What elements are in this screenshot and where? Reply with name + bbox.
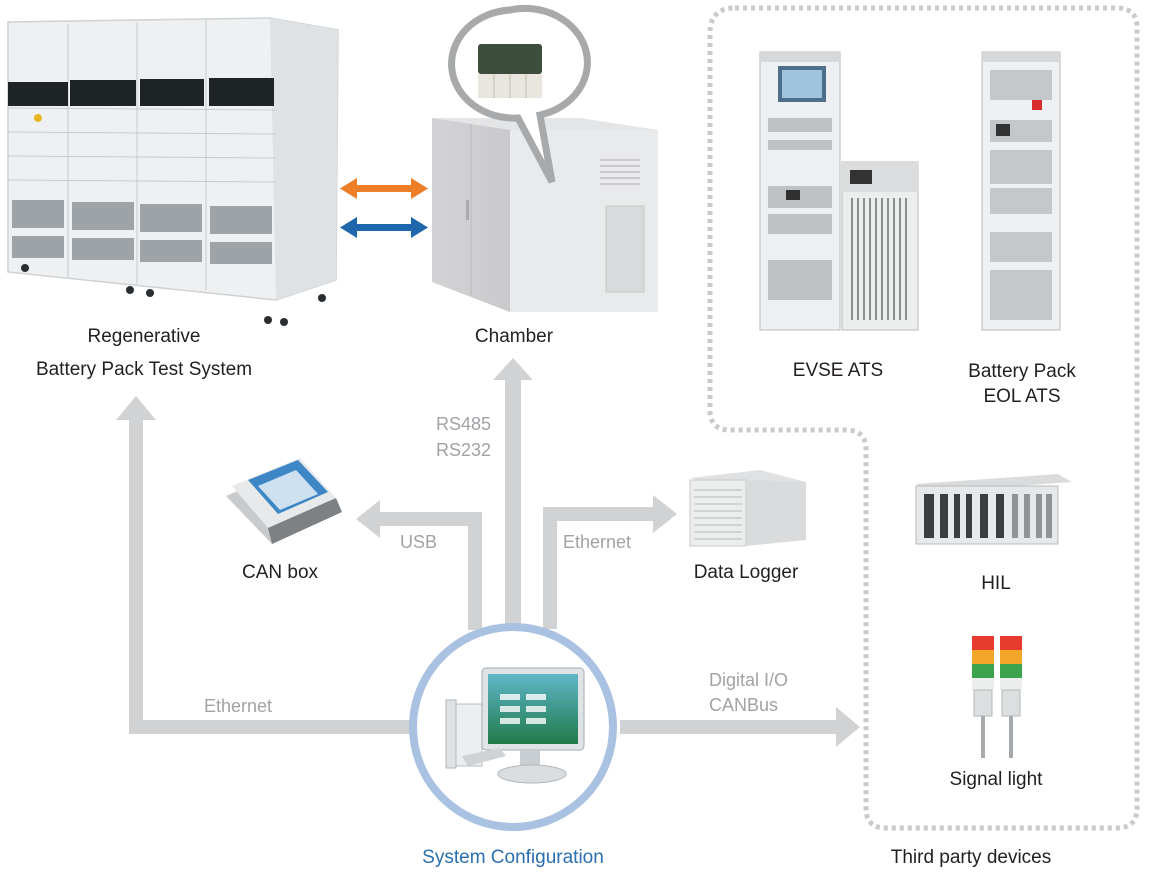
- data-logger-label: Data Logger: [693, 562, 799, 583]
- arrow-logger-horizontal: [543, 507, 655, 521]
- regen-label-line1: Regenerative: [87, 326, 201, 347]
- arrow-usb-horizontal: [378, 512, 482, 526]
- arrow-regen-horizontal: [129, 720, 419, 734]
- arrow-chamber-shaft: [505, 378, 521, 626]
- hil-image: [915, 474, 1072, 545]
- can-box-label: CAN box: [241, 562, 319, 583]
- system-configuration-label: System Configuration: [422, 847, 604, 868]
- evse-ats-label: EVSE ATS: [792, 360, 884, 381]
- arrow-logger-head: [653, 495, 677, 533]
- third-party-boundary: [707, 5, 1140, 831]
- ethernet-logger-label: Ethernet: [563, 532, 632, 552]
- regen-label: Regenerative Battery Pack Test System: [10, 324, 278, 383]
- rs232-label: RS232: [436, 440, 492, 460]
- arrow-regen-vertical: [129, 418, 143, 734]
- regen-system-image: [7, 17, 339, 326]
- arrow-logger-vertical: [543, 507, 557, 629]
- regen-label-line2: Battery Pack Test System: [35, 359, 253, 380]
- eol-ats-label-line1: Battery Pack: [968, 361, 1076, 382]
- data-logger-image: [689, 470, 806, 547]
- system-configuration-node: [409, 623, 617, 831]
- rs485-label: RS485: [436, 414, 492, 434]
- eol-ats-label-line2: EOL ATS: [983, 386, 1061, 407]
- arrow-orange: [340, 178, 428, 199]
- eol-ats-label: Battery Pack EOL ATS: [952, 359, 1092, 409]
- arrow-thirdparty-horizontal: [620, 720, 838, 734]
- hil-label: HIL: [981, 573, 1011, 594]
- third-party-devices-label: Third party devices: [890, 847, 1052, 868]
- canbus-label: CANBus: [709, 695, 779, 715]
- usb-label: USB: [400, 532, 438, 552]
- signal-light-image: [972, 636, 1022, 758]
- ethernet-regen-label: Ethernet: [204, 696, 273, 716]
- evse-ats-image: [759, 51, 919, 331]
- arrow-chamber-head: [493, 358, 533, 380]
- eol-ats-image: [981, 51, 1061, 331]
- digital-io-label: Digital I/O: [709, 670, 789, 690]
- connection-arrows: [116, 358, 860, 747]
- arrow-usb-vertical: [468, 512, 482, 630]
- can-box-image: [226, 458, 342, 544]
- signal-light-label: Signal light: [949, 769, 1043, 790]
- arrow-regen-head: [116, 396, 156, 420]
- arrow-blue: [340, 217, 428, 238]
- chamber-image: [432, 4, 658, 312]
- chamber-label: Chamber: [474, 326, 554, 347]
- arrow-thirdparty-head: [836, 707, 860, 747]
- arrow-usb-head: [356, 500, 380, 538]
